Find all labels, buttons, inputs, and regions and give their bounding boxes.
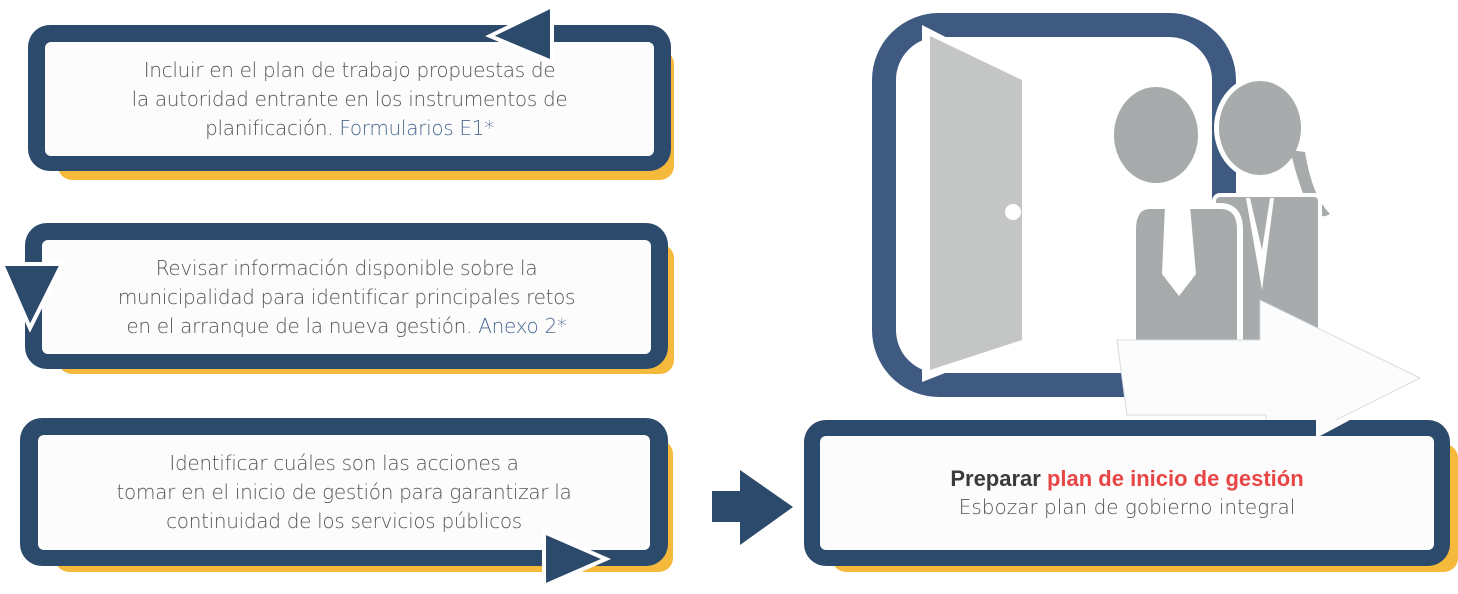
step-2-text: Revisar información disponible sobre la … — [117, 254, 576, 341]
step-3-line-1: Identificar cuáles son las acciones a — [169, 451, 519, 475]
step-3-line-2: tomar en el inicio de gestión para garan… — [116, 480, 572, 504]
step-1-line-1: Incluir en el plan de trabajo propuestas… — [143, 57, 556, 82]
card-body: Preparar plan de inicio de gestión Esboz… — [820, 436, 1434, 550]
step-2-line-1: Revisar información disponible sobre la — [155, 255, 538, 280]
step-2-line-3: en el arranque de la nueva gestión. — [126, 313, 473, 338]
final-text: Preparar plan de inicio de gestión Esboz… — [950, 465, 1303, 521]
exit-arrow-icon — [1116, 299, 1422, 456]
step-1-reference-link[interactable]: Formularios E1* — [339, 115, 494, 140]
card-body: Revisar información disponible sobre la … — [42, 240, 651, 354]
step-2-line-2: municipalidad para identificar principal… — [117, 284, 576, 309]
flow-arrow-icon — [712, 470, 793, 545]
step-1-line-2: la autoridad entrante en los instrumento… — [131, 86, 568, 111]
illustration — [872, 13, 1422, 456]
final-title-prefix: Preparar — [950, 466, 1041, 491]
step-1-text: Incluir en el plan de trabajo propuestas… — [132, 56, 568, 143]
exit-arrow-tip — [1316, 420, 1350, 436]
final-title-highlight: plan de inicio de gestión — [1046, 466, 1304, 491]
card-body: Identificar cuáles son las acciones a to… — [38, 435, 650, 550]
arrow-down-icon — [0, 262, 66, 333]
step-2-reference-link[interactable]: Anexo 2* — [478, 313, 567, 338]
arrow-left-icon — [485, 2, 554, 66]
step-1-line-3: planificación. — [205, 115, 334, 140]
step-3-text: Identificar cuáles son las acciones a to… — [117, 449, 572, 536]
card-body: Incluir en el plan de trabajo propuestas… — [45, 42, 654, 156]
final-title: Preparar plan de inicio de gestión — [950, 465, 1303, 493]
final-subtitle: Esbozar plan de gobierno integral — [958, 495, 1296, 519]
step-3-line-3: continuidad de los servicios públicos — [166, 509, 522, 533]
arrow-right-icon — [542, 528, 612, 590]
businessman-icon — [1109, 82, 1243, 373]
